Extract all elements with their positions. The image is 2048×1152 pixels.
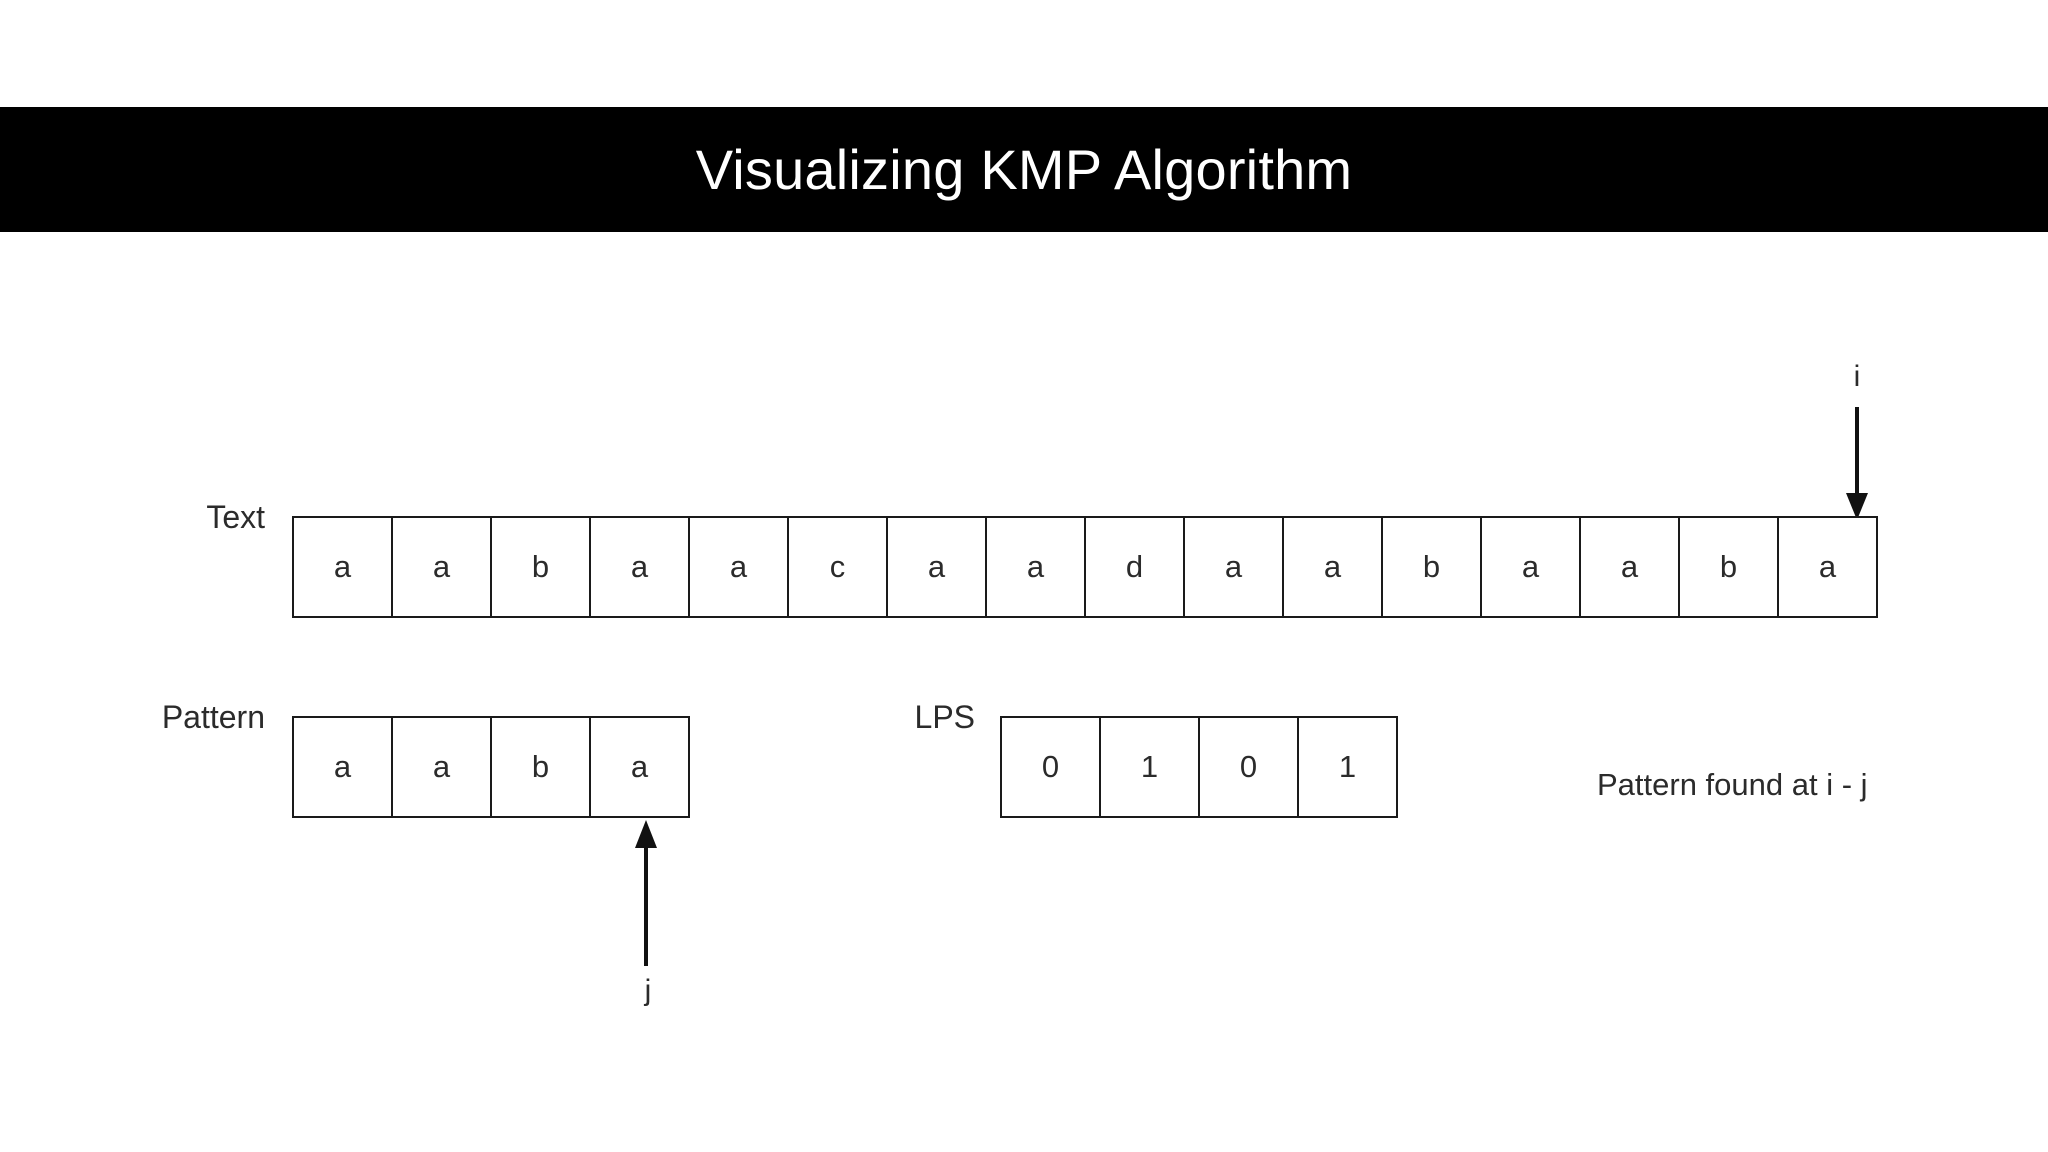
text-cell: b bbox=[1678, 516, 1779, 618]
text-cell: a bbox=[589, 516, 690, 618]
lps-cell: 1 bbox=[1297, 716, 1398, 818]
text-cell: a bbox=[985, 516, 1086, 618]
marker-label-i: i bbox=[1853, 360, 1861, 393]
text-cell: a bbox=[1777, 516, 1878, 618]
pattern-cell: a bbox=[391, 716, 492, 818]
text-cell: a bbox=[1579, 516, 1680, 618]
pointer-arrow-i bbox=[1846, 407, 1868, 520]
text-cell: a bbox=[292, 516, 393, 618]
pattern-row-label: Pattern bbox=[161, 699, 265, 735]
lps-row-label: LPS bbox=[914, 699, 975, 735]
text-cell: a bbox=[391, 516, 492, 618]
pattern-found-note: Pattern found at i - j bbox=[1597, 767, 1868, 802]
lps-cell: 0 bbox=[1198, 716, 1299, 818]
lps-cell: 0 bbox=[1000, 716, 1101, 818]
text-cell: b bbox=[1381, 516, 1482, 618]
pattern-cell: b bbox=[490, 716, 591, 818]
pointer-arrow-j bbox=[635, 820, 657, 966]
lps-cell: 1 bbox=[1099, 716, 1200, 818]
text-cell: d bbox=[1084, 516, 1185, 618]
text-cell: a bbox=[688, 516, 789, 618]
text-cell: a bbox=[1480, 516, 1581, 618]
pattern-cell: a bbox=[292, 716, 393, 818]
text-row-label: Text bbox=[206, 499, 265, 535]
text-cell: c bbox=[787, 516, 888, 618]
marker-label-j: j bbox=[644, 974, 652, 1007]
title-bar: Visualizing KMP Algorithm bbox=[0, 107, 2048, 232]
text-cell: a bbox=[1282, 516, 1383, 618]
text-cell: a bbox=[886, 516, 987, 618]
text-cell: b bbox=[490, 516, 591, 618]
page-title: Visualizing KMP Algorithm bbox=[695, 138, 1353, 201]
pattern-cell: a bbox=[589, 716, 690, 818]
text-cell: a bbox=[1183, 516, 1284, 618]
